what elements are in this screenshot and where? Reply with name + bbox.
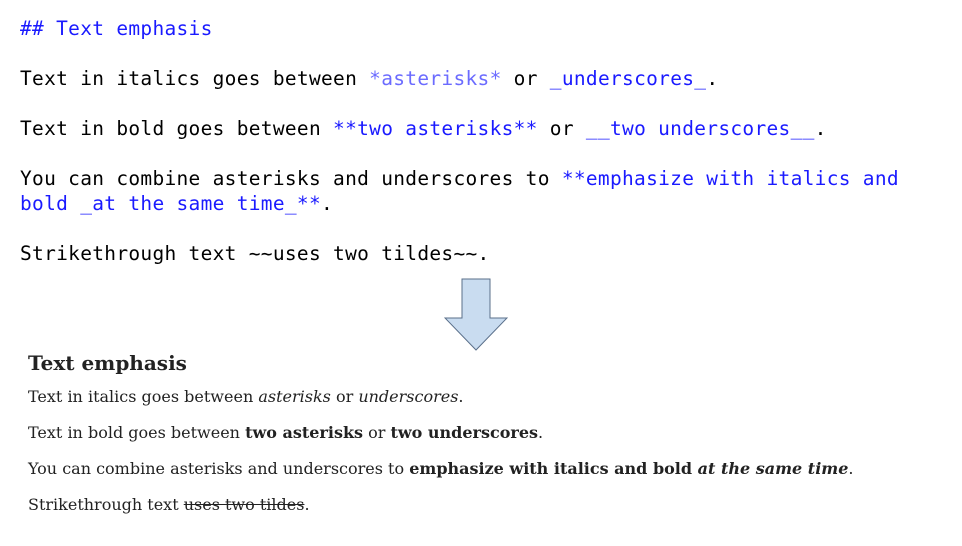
markdown-text: Text in italics goes between [20, 67, 370, 90]
rendered-text: Text in italics goes between [28, 387, 259, 406]
rendered-italics-line: Text in italics goes between asterisks o… [28, 387, 853, 407]
rendered-bold-text: two asterisks [245, 423, 364, 442]
markdown-italics-line: Text in italics goes between *asterisks*… [20, 66, 899, 91]
rendered-bold-text: emphasize with italics and bold [409, 459, 698, 478]
down-arrow-icon [444, 278, 508, 351]
rendered-text: Strikethrough text [28, 495, 184, 514]
rendered-text: . [848, 459, 854, 478]
down-arrow-shape [444, 278, 508, 351]
blank-line [20, 141, 899, 166]
markdown-italic-asterisks: *asterisks* [369, 67, 502, 90]
rendered-bold-text: two underscores [390, 423, 539, 442]
rendered-bold-italic-text: at the same time [697, 459, 849, 478]
rendered-italic-text: asterisks [258, 387, 331, 406]
markdown-strike-line: Strikethrough text ~~uses two tildes~~. [20, 242, 490, 265]
markdown-text: or [501, 67, 550, 90]
rendered-text: Text in bold goes between [28, 423, 246, 442]
rendered-heading: Text emphasis [28, 351, 187, 375]
rendered-output: Text emphasis Text in italics goes betwe… [28, 350, 853, 531]
markdown-bold-line: Text in bold goes between **two asterisk… [20, 116, 899, 141]
rendered-text: You can combine asterisks and underscore… [28, 459, 410, 478]
markdown-text: You can combine asterisks and underscore… [20, 167, 562, 190]
markdown-combined-emphasis-start: **emphasize with italics and [561, 167, 899, 190]
markdown-combine-line-2: bold _at the same time_**. [20, 191, 899, 216]
blank-line [20, 41, 899, 66]
rendered-combine-line: You can combine asterisks and underscore… [28, 459, 853, 479]
rendered-strike-line: Strikethrough text uses two tildes. [28, 495, 853, 515]
markdown-heading: ## Text emphasis [20, 17, 213, 40]
rendered-italic-text: underscores [358, 387, 459, 406]
markdown-text: or [537, 117, 586, 140]
rendered-text: . [458, 387, 464, 406]
markdown-italic-underscores: _underscores_ [549, 67, 707, 90]
markdown-source: ## Text emphasis Text in italics goes be… [20, 16, 899, 266]
blank-line [20, 91, 899, 116]
markdown-bold-asterisks: **two asterisks** [333, 117, 538, 140]
markdown-text: . [814, 117, 827, 140]
markdown-text: Text in bold goes between [20, 117, 334, 140]
rendered-strikethrough-text: uses two tildes [183, 495, 305, 514]
rendered-text: . [538, 423, 544, 442]
rendered-bold-line: Text in bold goes between two asterisks … [28, 423, 853, 443]
markdown-combine-line-1: You can combine asterisks and underscore… [20, 166, 899, 191]
markdown-text: . [321, 192, 334, 215]
blank-line [20, 216, 899, 241]
rendered-text: or [330, 387, 359, 406]
markdown-combined-emphasis-end: bold _at the same time_** [20, 192, 321, 215]
rendered-text: . [304, 495, 310, 514]
rendered-text: or [363, 423, 391, 442]
markdown-bold-underscores: __two underscores__ [585, 117, 815, 140]
markdown-text: . [706, 67, 719, 90]
